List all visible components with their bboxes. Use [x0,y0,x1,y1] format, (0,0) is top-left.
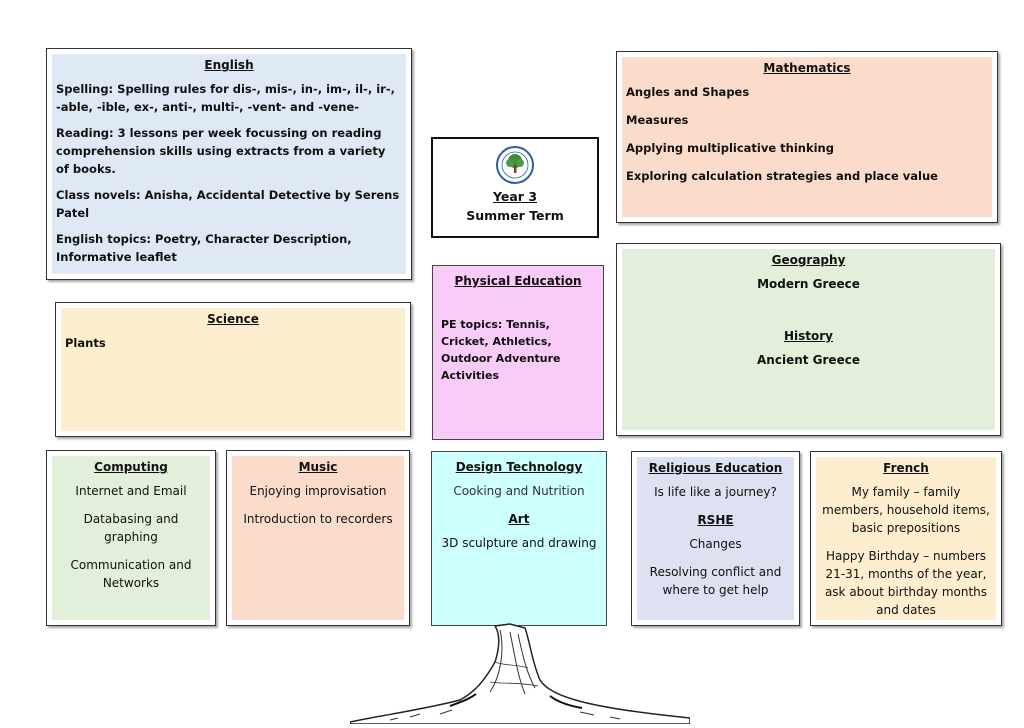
english-reading: Reading: 3 lessons per week focussing on… [56,126,386,176]
re-text: Is life like a journey? [654,485,777,499]
computing-item: Communication and Networks [70,558,192,590]
computing-item: Internet and Email [75,484,187,498]
geography-history-panel: Geography Modern Greece History Ancient … [616,243,1001,436]
maths-panel: Mathematics Angles and Shapes Measures A… [616,51,998,223]
french-panel: French My family – family members, house… [810,451,1002,626]
music-panel: Music Enjoying improvisation Introductio… [226,450,410,626]
year-title: Year 3 [492,189,538,204]
pe-topics: PE topics: Tennis, Cricket, Athletics, O… [441,318,561,382]
religious-education-panel: Religious Education Is life like a journ… [631,451,800,626]
science-text: Plants [65,336,106,350]
rshe-item: Changes [689,537,742,551]
science-panel: Science Plants [55,302,411,437]
pe-heading: Physical Education [454,274,582,288]
music-heading: Music [298,460,338,474]
tree-trunk-illustration [349,622,691,725]
re-heading: Religious Education [648,461,783,475]
history-text: Ancient Greece [757,353,860,367]
school-logo-icon [495,145,535,185]
term-title: Summer Term [466,208,564,223]
french-item: My family – family members, household it… [822,485,990,535]
computing-item: Databasing and graphing [83,512,179,544]
geography-heading: Geography [771,253,846,267]
maths-item: Exploring calculation strategies and pla… [626,169,938,183]
year-title-panel: Year 3 Summer Term [431,137,599,238]
design-technology-panel: Design Technology Cooking and Nutrition … [431,451,607,626]
english-novels: Class novels: Anisha, Accidental Detecti… [56,188,400,220]
history-heading: History [783,329,834,343]
maths-item: Angles and Shapes [626,85,750,99]
maths-heading: Mathematics [763,61,851,75]
french-heading: French [883,461,929,475]
english-heading: English [204,58,254,72]
science-heading: Science [207,312,259,326]
music-item: Enjoying improvisation [249,484,387,498]
dt-heading: Design Technology [455,460,583,474]
english-spelling: Spelling: Spelling rules for dis-, mis-,… [56,82,395,114]
computing-heading: Computing [94,460,168,474]
english-topics: English topics: Poetry, Character Descri… [56,232,352,264]
rshe-heading: RSHE [697,513,734,527]
geography-text: Modern Greece [757,277,860,291]
art-text: 3D sculpture and drawing [441,536,597,550]
art-heading: Art [508,512,530,526]
rshe-item: Resolving conflict and where to get help [649,565,782,597]
maths-item: Measures [626,113,689,127]
music-item: Introduction to recorders [243,512,393,526]
english-panel: English Spelling: Spelling rules for dis… [46,48,412,280]
maths-item: Applying multiplicative thinking [626,141,834,155]
pe-panel: Physical Education PE topics: Tennis, Cr… [432,265,604,440]
dt-text: Cooking and Nutrition [453,484,585,498]
computing-panel: Computing Internet and Email Databasing … [46,450,216,626]
french-item: Happy Birthday – numbers 21-31, months o… [824,549,988,617]
